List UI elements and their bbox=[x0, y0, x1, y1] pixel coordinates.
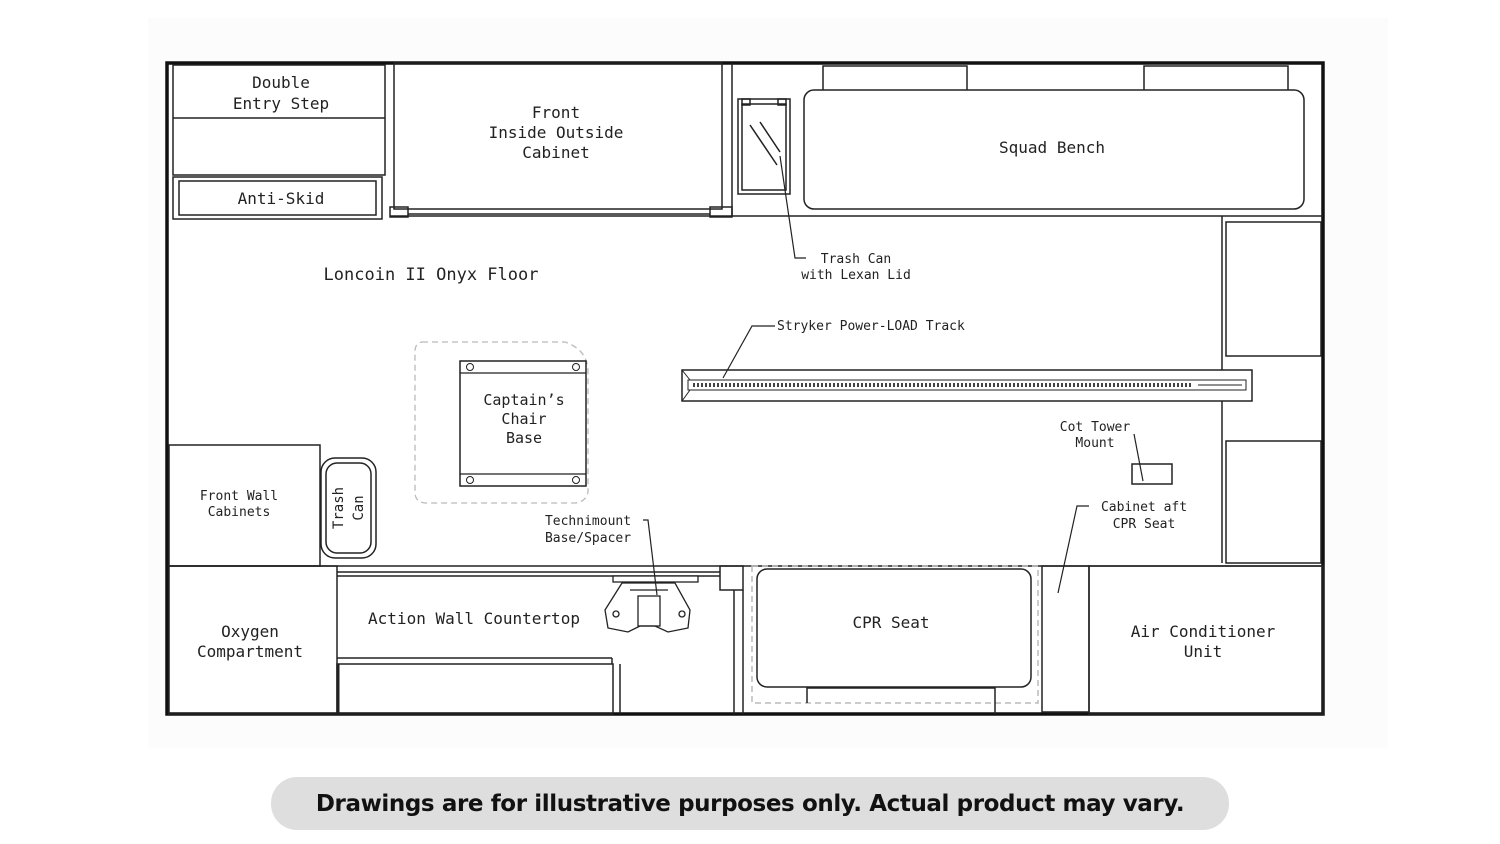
trash-can-label-1: Trash bbox=[331, 487, 347, 529]
trash-can-lexan-label-2: with Lexan Lid bbox=[801, 268, 911, 283]
double-entry-step-label-2: Entry Step bbox=[233, 94, 329, 113]
captains-chair-label-3: Base bbox=[506, 429, 542, 447]
front-wall-cabinets-label-2: Cabinets bbox=[208, 505, 271, 520]
front-cabinet-label-2: Inside Outside bbox=[489, 123, 624, 142]
cot-tower-label-1: Cot Tower bbox=[1060, 420, 1131, 435]
air-conditioner-shape bbox=[1088, 565, 1324, 715]
air-conditioner-label-2: Unit bbox=[1184, 642, 1223, 661]
floor-plan-diagram: Double Entry Step Front Inside Outside C… bbox=[165, 61, 1325, 716]
cabinet-aft-label-2: CPR Seat bbox=[1113, 517, 1176, 532]
cpr-seat-shape bbox=[751, 565, 1090, 714]
double-entry-step-label-1: Double bbox=[252, 73, 310, 92]
disclaimer-text: Drawings are for illustrative purposes o… bbox=[315, 790, 1185, 817]
action-wall-label: Action Wall Countertop bbox=[368, 609, 580, 628]
trash-can-lexan-shape bbox=[737, 98, 791, 195]
cot-tower-label-2: Mount bbox=[1075, 436, 1114, 451]
cpr-seat-label: CPR Seat bbox=[852, 613, 929, 632]
captains-chair-label-1: Captain’s bbox=[483, 391, 564, 409]
floor-label: Loncoin II Onyx Floor bbox=[324, 265, 539, 285]
power-load-track-shape bbox=[681, 369, 1253, 402]
captains-chair-label-2: Chair bbox=[501, 410, 546, 428]
trash-can-label-2: Can bbox=[351, 495, 367, 520]
disclaimer-banner: Drawings are for illustrative purposes o… bbox=[271, 777, 1229, 830]
cot-tower-mount-shape bbox=[1131, 463, 1173, 485]
front-wall-cabinets-label-1: Front Wall bbox=[200, 489, 278, 504]
front-cabinet-label-3: Cabinet bbox=[522, 143, 589, 162]
air-conditioner-label-1: Air Conditioner bbox=[1131, 622, 1276, 641]
front-cabinet-label-1: Front bbox=[532, 103, 580, 122]
technimount-label-1: Technimount bbox=[545, 514, 631, 529]
leader-lines bbox=[643, 155, 1144, 596]
power-load-track-label: Stryker Power-LOAD Track bbox=[777, 319, 965, 334]
front-cabinet-shape bbox=[389, 62, 733, 218]
oxygen-label-2: Compartment bbox=[197, 642, 303, 661]
double-entry-step-area bbox=[172, 64, 386, 220]
squad-bench-shape bbox=[731, 63, 1323, 217]
trash-can-lexan-label-1: Trash Can bbox=[821, 252, 891, 267]
anti-skid-label: Anti-Skid bbox=[238, 189, 325, 208]
captains-chair-shape bbox=[414, 341, 589, 504]
oxygen-label-1: Oxygen bbox=[221, 622, 279, 641]
squad-bench-label: Squad Bench bbox=[999, 138, 1105, 157]
cabinet-aft-label-1: Cabinet aft bbox=[1101, 500, 1187, 515]
technimount-label-2: Base/Spacer bbox=[545, 531, 631, 546]
